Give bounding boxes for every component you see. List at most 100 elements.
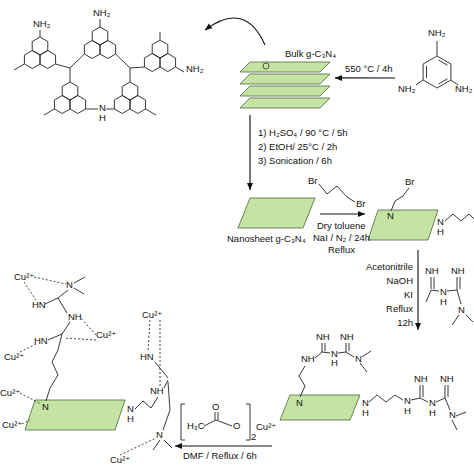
atom-label: N bbox=[42, 402, 49, 412]
atom-label: NH bbox=[340, 332, 354, 342]
atom-label: N bbox=[387, 211, 394, 221]
material-structure: NH₂ NH₂ NH₂ bbox=[395, 12, 474, 132]
dibromopropane-chain bbox=[319, 184, 355, 202]
atom-label: N bbox=[296, 398, 303, 408]
arrow-line bbox=[249, 115, 250, 190]
arrow-line bbox=[335, 77, 395, 78]
condition-label: 2) EtOH/ 25°C / 2h bbox=[258, 142, 337, 152]
arrow-line bbox=[417, 250, 418, 330]
atom-label: N bbox=[127, 404, 134, 414]
atom-label: N bbox=[404, 396, 411, 406]
atom-label: NH₂ bbox=[93, 8, 110, 18]
atom-label: H bbox=[99, 113, 106, 123]
condition-label: NaOH bbox=[387, 276, 413, 286]
reaction-arrow bbox=[415, 250, 421, 330]
arrow-head bbox=[175, 443, 182, 449]
reaction-arrow bbox=[335, 75, 395, 81]
atom-label: NH₂ bbox=[428, 28, 445, 38]
atom-label: N bbox=[66, 280, 73, 290]
atom-label: N bbox=[362, 398, 369, 408]
condition-label: KI bbox=[404, 290, 413, 300]
condition-label: Br bbox=[308, 176, 318, 186]
copper-complex bbox=[20, 277, 172, 455]
nanosheet bbox=[238, 198, 315, 228]
reaction-arrow bbox=[247, 115, 253, 190]
material-label: Bulk g-C₃N₄ bbox=[285, 49, 336, 59]
condition-label: 3) Sonication / 6h bbox=[258, 156, 332, 166]
condition-label: 2 bbox=[251, 432, 256, 442]
atom-label: H bbox=[331, 358, 338, 368]
condition-label: 1) H₂SO₄ / 90 °C / 5h bbox=[258, 128, 348, 138]
atom-label: N bbox=[449, 410, 456, 420]
atom-label: N bbox=[440, 287, 447, 297]
atom-label: HN bbox=[140, 352, 154, 362]
condition-label: 550 °C / 4h bbox=[345, 64, 393, 74]
condition-label: Cu²⁺ bbox=[256, 422, 276, 432]
atom-label: NH₂ bbox=[455, 84, 472, 94]
condition-label: Reflux bbox=[386, 304, 413, 314]
arrow-line bbox=[175, 445, 272, 446]
metformin-sheet bbox=[280, 343, 466, 430]
material-structure: Nanosheet g-C₃N₄ bbox=[225, 190, 320, 250]
atom-label: Cu²⁺ bbox=[96, 330, 116, 340]
atom-label: NH bbox=[414, 374, 428, 384]
arrow-head bbox=[205, 23, 212, 30]
atom-label: NH bbox=[451, 266, 465, 276]
condition-label: 12h bbox=[397, 318, 413, 328]
atom-label: H bbox=[440, 297, 447, 307]
atom-label: NH₂ bbox=[398, 84, 415, 94]
reaction-arrow bbox=[175, 443, 272, 449]
material-structure: Cu²⁺NHNNHCu²⁺Cu²⁺HNHNCu²⁺NHCu²⁺NNHCu²⁺NC… bbox=[0, 265, 175, 474]
atom-label: Cu²⁺ bbox=[0, 388, 20, 398]
atom-label: NH bbox=[150, 386, 164, 396]
atom-label: Cu²⁺ bbox=[14, 272, 34, 282]
atom-label: H bbox=[404, 406, 411, 416]
atom-label: N bbox=[429, 398, 436, 408]
bromopropyl-sheet bbox=[368, 188, 474, 240]
material-structure: NNHNHNHNHNNHNHNHNHNHN bbox=[272, 330, 474, 460]
arrow-line bbox=[205, 18, 265, 45]
condition-label: O bbox=[233, 421, 240, 431]
material-structure: Bulk g-C₃N₄ bbox=[235, 45, 335, 115]
arrow-head bbox=[415, 323, 421, 330]
atom-label: H bbox=[429, 408, 436, 418]
material-structure: NH₂ NH₂ NH₂ NH bbox=[0, 5, 205, 130]
atom-label: H bbox=[362, 408, 369, 418]
reaction-arrow bbox=[320, 211, 365, 217]
atom-label: Cu²⁺ bbox=[142, 310, 162, 320]
atom-label: H bbox=[437, 227, 444, 237]
arrow-head bbox=[358, 211, 365, 217]
atom-label: NH bbox=[440, 374, 454, 384]
condition-label: Acetonitrile bbox=[366, 262, 413, 272]
arrow-line bbox=[320, 213, 365, 214]
condition-label: H₃C bbox=[187, 421, 205, 431]
atom-label: NH₂ bbox=[33, 19, 50, 29]
atom-label: NH bbox=[301, 354, 315, 364]
condition-label: Dry toluene bbox=[317, 221, 366, 231]
condition-label: O bbox=[212, 402, 219, 412]
condition-label: NaI / N₂ / 24h bbox=[313, 233, 370, 243]
heptazine-network bbox=[14, 19, 184, 115]
material-structure: NHNHNHN bbox=[424, 262, 474, 337]
atom-label: N bbox=[99, 103, 106, 113]
condition-label: Br bbox=[356, 199, 366, 209]
condition-label: Reflux bbox=[328, 245, 355, 255]
atom-label: N bbox=[156, 430, 163, 440]
melamine-structure bbox=[416, 41, 458, 88]
atom-label: Cu²⁺ bbox=[110, 455, 130, 465]
atom-label: NH₂ bbox=[186, 64, 203, 74]
atom-label: N bbox=[355, 354, 362, 364]
atom-label: NH bbox=[68, 312, 82, 322]
atom-label: NH bbox=[316, 332, 330, 342]
condition-label: DMF / Reflux / 6h bbox=[183, 451, 257, 461]
atom-label: Br bbox=[405, 177, 415, 187]
atom-label: HN bbox=[32, 300, 46, 310]
atom-label: N bbox=[458, 305, 465, 315]
atom-label: Cu²⁺ bbox=[2, 420, 22, 430]
material-label: Nanosheet g-C₃N₄ bbox=[227, 234, 306, 244]
material-structure: BrNNH bbox=[365, 175, 474, 250]
reaction-arrow bbox=[205, 18, 265, 45]
atom-label: N bbox=[437, 217, 444, 227]
